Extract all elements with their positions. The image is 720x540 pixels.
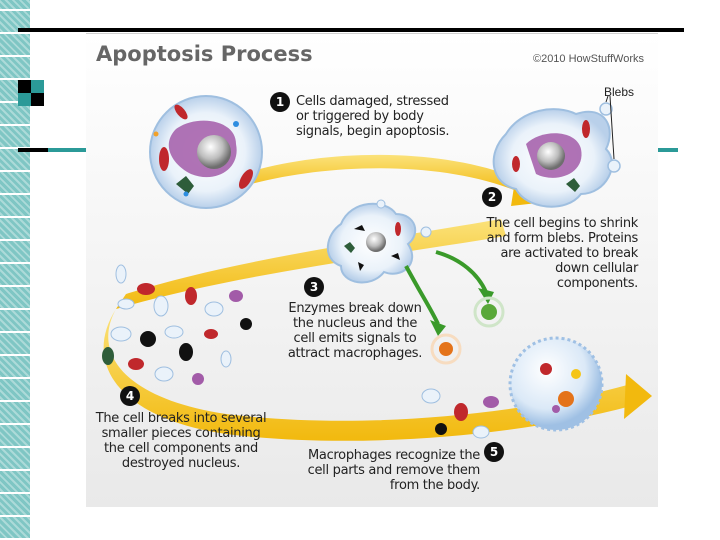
step-4-line-2: smaller pieces containing xyxy=(101,426,261,441)
fragmenting-cell-illustration xyxy=(326,199,432,284)
process-band-upper xyxy=(236,154,531,194)
signal-molecule-green xyxy=(473,296,505,328)
step-3-line-2: the nucleus and the xyxy=(292,316,418,331)
copyright-notice: ©2010 HowStuffWorks xyxy=(532,53,644,65)
step-2-caption: The cell begins to shrink and form blebs… xyxy=(484,216,639,291)
step-5-line-3: from the body. xyxy=(389,478,480,493)
right-divider-accent xyxy=(656,148,678,152)
step-2-number-badge: 2 xyxy=(482,187,502,207)
step-2-line-4: down cellular xyxy=(555,261,638,276)
step-1-number-badge: 1 xyxy=(270,92,290,112)
step-4-line-4: destroyed nucleus. xyxy=(121,456,241,471)
signal-molecule-orange xyxy=(430,333,462,365)
shrinking-cell-illustration xyxy=(492,95,621,208)
step-4-caption: The cell breaks into several smaller pie… xyxy=(92,411,270,471)
blebs-label: Blebs xyxy=(604,85,635,99)
left-divider-accent xyxy=(48,148,88,152)
step-5-caption: Macrophages recognize the cell parts and… xyxy=(294,448,481,493)
step-2-line-2: and form blebs. Proteins xyxy=(486,231,639,246)
step-2-line-5: components. xyxy=(556,276,638,291)
figure-title: Apoptosis Process xyxy=(96,42,313,66)
step-3-line-3: cell emits signals to xyxy=(293,331,417,346)
step-1-caption: Cells damaged, stressed or triggered by … xyxy=(296,94,450,139)
step-3-line-4: attract macrophages. xyxy=(287,346,423,361)
apoptotic-bodies-illustration xyxy=(102,264,252,385)
step-3-caption: Enzymes break down the nucleus and the c… xyxy=(282,301,428,361)
step-5-number-badge: 5 xyxy=(484,442,504,462)
step-5-line-1: Macrophages recognize the xyxy=(307,448,480,463)
step-3-line-1: Enzymes break down xyxy=(288,301,422,316)
healthy-cell-illustration xyxy=(149,95,263,209)
step-1-line-2: or triggered by body xyxy=(296,109,424,124)
apoptosis-figure: Apoptosis Process ©2010 HowStuffWorks Bl… xyxy=(86,33,658,507)
macrophage-illustration xyxy=(508,336,604,432)
step-5-line-2: cell parts and remove them xyxy=(307,463,481,478)
square-bullet-icon xyxy=(18,80,44,106)
step-2-line-3: are activated to break xyxy=(500,246,638,261)
step-3-number-badge: 3 xyxy=(304,277,324,297)
step-2-line-1: The cell begins to shrink xyxy=(486,216,639,231)
signal-arrow-left xyxy=(404,265,440,325)
step-1-line-1: Cells damaged, stressed xyxy=(296,94,449,109)
band-arrow-5 xyxy=(624,374,652,419)
signal-arrow-right xyxy=(435,250,488,293)
step-4-line-3: the cell components and xyxy=(104,441,258,456)
step-4-number-badge: 4 xyxy=(120,386,140,406)
step-1-line-3: signals, begin apoptosis. xyxy=(296,124,450,139)
top-divider xyxy=(18,28,684,32)
step-4-line-1: The cell breaks into several xyxy=(95,411,267,426)
apoptosis-diagram xyxy=(102,95,652,441)
band-fragments xyxy=(421,388,499,439)
